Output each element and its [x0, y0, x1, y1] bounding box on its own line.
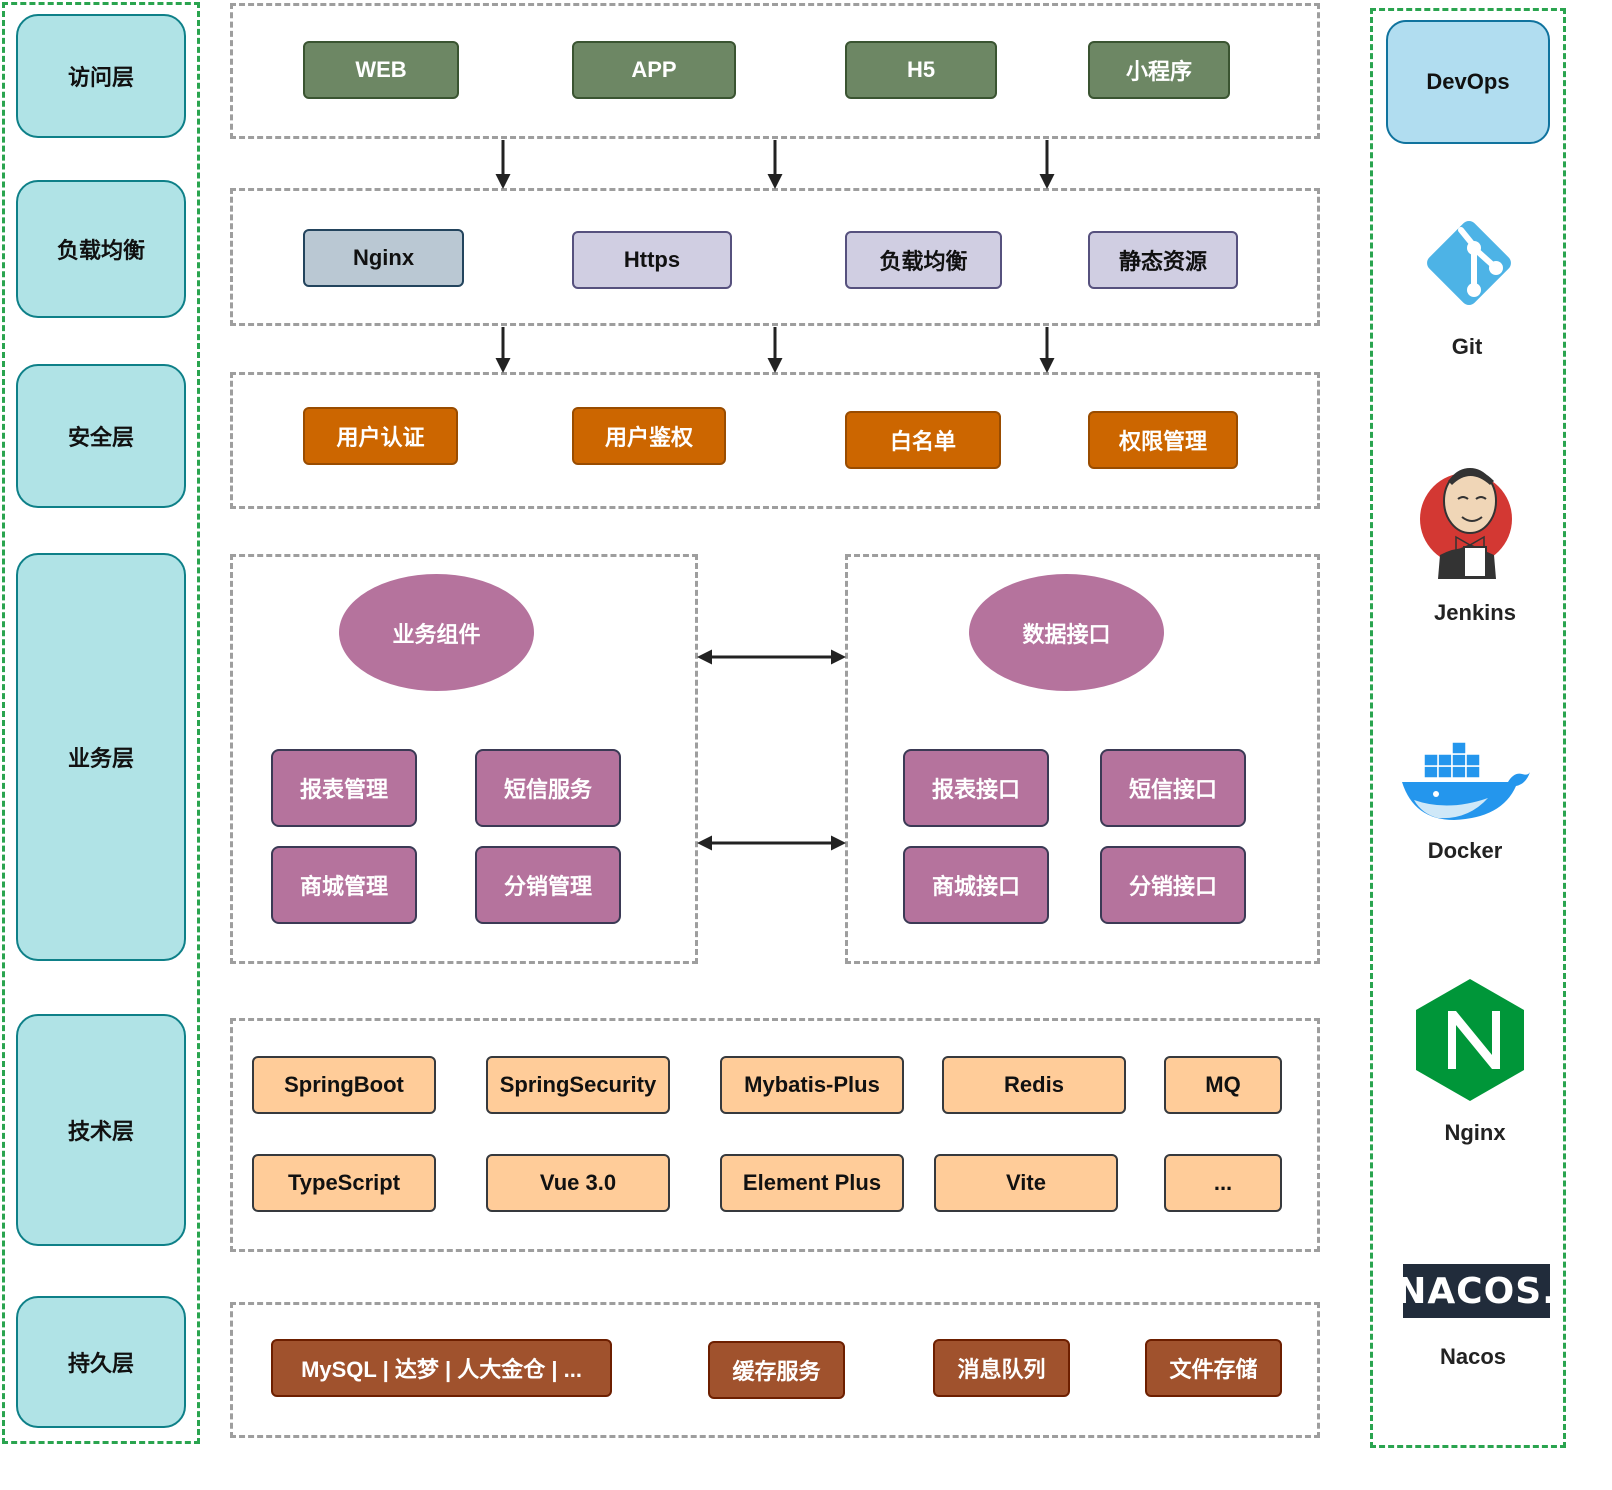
- layer-access: 访问层: [16, 14, 186, 138]
- access-h5: H5: [845, 41, 997, 99]
- persistence-file-storage: 文件存储: [1145, 1339, 1282, 1397]
- tech-group: [230, 1018, 1320, 1252]
- tech-redis: Redis: [942, 1056, 1126, 1114]
- nginx-icon: [1416, 979, 1524, 1101]
- layer-business: 业务层: [16, 553, 186, 961]
- tool-label-nacos: Nacos: [1439, 1344, 1507, 1369]
- access-group: [230, 3, 1320, 139]
- business-data-interface-group: [845, 554, 1320, 964]
- persistence-group: [230, 1302, 1320, 1438]
- tech-mybatis-plus: Mybatis-Plus: [720, 1056, 904, 1114]
- business-components-group: [230, 554, 698, 964]
- layer-tech: 技术层: [16, 1014, 186, 1246]
- nacos-icon: NACOS.: [1396, 1264, 1556, 1318]
- business-data-interface-title: 数据接口: [969, 574, 1164, 691]
- business-mall-api: 商城接口: [903, 846, 1049, 924]
- lb-group: [230, 188, 1320, 326]
- business-sms-api: 短信接口: [1100, 749, 1246, 827]
- tool-label-nginx: Nginx: [1444, 1120, 1506, 1145]
- security-auth: 用户认证: [303, 407, 458, 465]
- persistence-databases: MySQL | 达梦 | 人大金仓 | ...: [271, 1339, 612, 1397]
- layer-load-balance: 负载均衡: [16, 180, 186, 318]
- business-sms-service: 短信服务: [475, 749, 621, 827]
- business-mall-mgmt: 商城管理: [271, 846, 417, 924]
- persistence-mq: 消息队列: [933, 1339, 1070, 1397]
- lb-load-balance: 负载均衡: [845, 231, 1002, 289]
- business-distribution-api: 分销接口: [1100, 846, 1246, 924]
- business-report-api: 报表接口: [903, 749, 1049, 827]
- tech-vue: Vue 3.0: [486, 1154, 670, 1212]
- tech-springsecurity: SpringSecurity: [486, 1056, 670, 1114]
- business-distribution-mgmt: 分销管理: [475, 846, 621, 924]
- layer-persistence: 持久层: [16, 1296, 186, 1428]
- tech-more: ...: [1164, 1154, 1282, 1212]
- security-whitelist: 白名单: [845, 411, 1001, 469]
- layer-column: [2, 2, 200, 1444]
- tech-typescript: TypeScript: [252, 1154, 436, 1212]
- nacos-logo-text: NACOS.: [1396, 1270, 1557, 1312]
- access-web: WEB: [303, 41, 459, 99]
- tool-label-docker: Docker: [1427, 838, 1503, 863]
- tech-mq: MQ: [1164, 1056, 1282, 1114]
- arrows-lb-to-security: [495, 327, 1055, 373]
- tech-vite: Vite: [934, 1154, 1118, 1212]
- lb-static-resource: 静态资源: [1088, 231, 1238, 289]
- arrows-business-bidirectional: [697, 649, 846, 851]
- security-authz: 用户鉴权: [572, 407, 726, 465]
- tool-label-git: Git: [1451, 334, 1483, 359]
- docker-icon: [1402, 741, 1530, 820]
- tech-element-plus: Element Plus: [720, 1154, 904, 1212]
- lb-nginx: Nginx: [303, 229, 464, 287]
- jenkins-icon: [1420, 468, 1512, 579]
- git-icon: [1427, 221, 1511, 305]
- arrows-access-to-lb: [495, 140, 1055, 189]
- security-permission: 权限管理: [1088, 411, 1238, 469]
- access-app: APP: [572, 41, 736, 99]
- devops-title: DevOps: [1386, 20, 1550, 144]
- lb-https: Https: [572, 231, 732, 289]
- security-group: [230, 372, 1320, 509]
- tool-label-jenkins: Jenkins: [1434, 600, 1516, 625]
- tech-springboot: SpringBoot: [252, 1056, 436, 1114]
- persistence-cache: 缓存服务: [708, 1341, 845, 1399]
- layer-security: 安全层: [16, 364, 186, 508]
- business-report-mgmt: 报表管理: [271, 749, 417, 827]
- access-mini-program: 小程序: [1088, 41, 1230, 99]
- business-components-title: 业务组件: [339, 574, 534, 691]
- devops-column: [1370, 8, 1566, 1448]
